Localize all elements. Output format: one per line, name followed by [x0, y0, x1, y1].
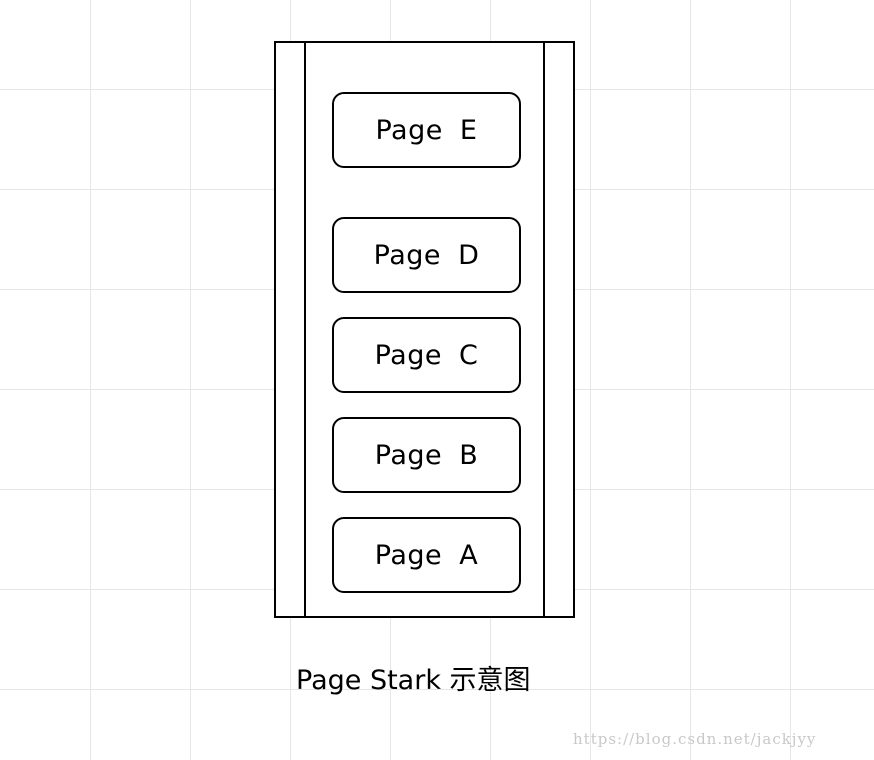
- page-box-b: Page B: [332, 417, 521, 493]
- page-label-c: Page C: [374, 339, 479, 371]
- page-box-d: Page D: [332, 217, 521, 293]
- page-box-a: Page A: [332, 517, 521, 593]
- page-box-e: Page E: [332, 92, 521, 168]
- stack-right-rail: [543, 43, 545, 616]
- page-box-c: Page C: [332, 317, 521, 393]
- page-stack-container: Page E Page D Page C Page B Page A: [274, 41, 575, 618]
- diagram-caption: Page Stark 示意图: [296, 665, 531, 696]
- page-label-e: Page E: [375, 114, 478, 146]
- page-label-d: Page D: [373, 239, 480, 271]
- page-label-b: Page B: [374, 439, 479, 471]
- page-label-a: Page A: [374, 539, 479, 571]
- watermark-url: https://blog.csdn.net/jackjyy: [573, 730, 817, 748]
- stack-left-rail: [304, 43, 306, 616]
